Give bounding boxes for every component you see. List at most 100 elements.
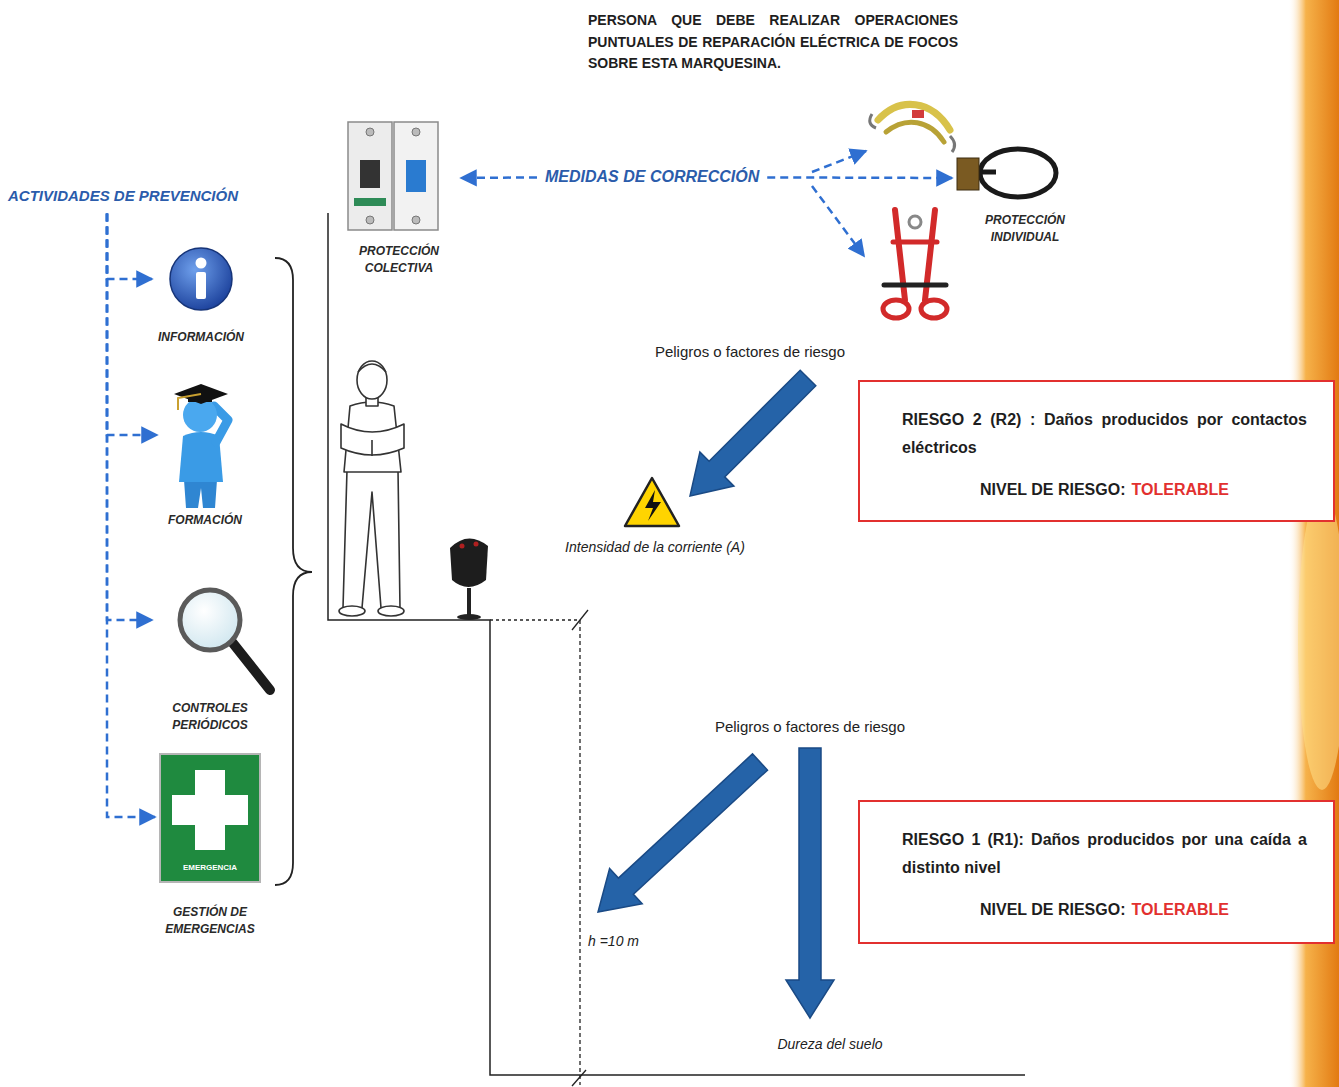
- icon-label: CONTROLES PERIÓDICOS: [155, 700, 265, 735]
- breaker-screw: [366, 216, 374, 224]
- hazard-label: Peligros o factores de riesgo: [630, 342, 870, 362]
- spotlight-detail: [460, 544, 465, 549]
- worker-figure: [339, 361, 404, 616]
- hazard-arrow: [786, 748, 834, 1018]
- risk-level-line: NIVEL DE RIESGO: TOLERABLE: [902, 476, 1307, 504]
- risk-description: RIESGO 1 (R1): Daños producidos por una …: [902, 826, 1307, 882]
- dimension-tick: [572, 1070, 586, 1086]
- breaker-module: [348, 122, 392, 230]
- breaker-icon: [348, 122, 438, 230]
- band-glow: [1298, 490, 1339, 790]
- magnifier-handle: [232, 642, 270, 690]
- sign-cross: [172, 795, 248, 825]
- inspection-node: CONTROLES PERIÓDICOS: [155, 575, 265, 735]
- ring-loop: [980, 149, 1056, 197]
- pointer-arrow: [812, 186, 864, 256]
- figure-legs: [184, 480, 217, 508]
- tassel: [178, 394, 201, 410]
- risk-level-label: NIVEL DE RIESGO:: [980, 901, 1126, 918]
- label-wrap: FORMACIÓN: [160, 365, 250, 529]
- connector-arrow: [107, 214, 155, 818]
- spotlight-head: [450, 538, 488, 587]
- harness-icon: [883, 210, 947, 318]
- harness-leg-loop: [883, 300, 909, 318]
- icon-label: FORMACIÓN: [160, 512, 250, 529]
- info-stem: [196, 272, 206, 299]
- label-wrap: CONTROLES PERIÓDICOS: [155, 575, 265, 735]
- label-wrap: ACTIVIDADES DE PREVENCIÓN: [8, 186, 238, 206]
- label-wrap: PROTECCIÓN INDIVIDUAL: [955, 128, 1095, 247]
- breaker-toggle: [406, 160, 426, 192]
- lanyard-icon: [870, 104, 955, 152]
- icon-label: PROTECCIÓN INDIVIDUAL: [955, 212, 1095, 247]
- hazard-factor: Dureza del suelo: [740, 1035, 920, 1053]
- info-icon: [170, 248, 232, 310]
- risk-level-value: TOLERABLE: [1132, 901, 1229, 918]
- lanyard-hook: [950, 136, 955, 152]
- spotlight-stand: [467, 588, 471, 616]
- section-heading: ACTIVIDADES DE PREVENCIÓN: [8, 186, 238, 206]
- hazard-factor: Intensidad de la corriente (A): [530, 538, 780, 556]
- breaker-screw: [412, 128, 420, 136]
- height-dimension: h =10 m: [588, 932, 678, 950]
- spotlight: [450, 538, 488, 620]
- risk-level-value: TOLERABLE: [1132, 481, 1229, 498]
- dimension-line: [579, 620, 580, 1085]
- hazard-triangle: [625, 478, 679, 526]
- magnifier-icon: [180, 590, 270, 690]
- dimension-tick: [572, 610, 588, 630]
- worker-shoe: [378, 606, 404, 616]
- risk-box: RIESGO 2 (R2) : Daños producidos por con…: [858, 380, 1335, 522]
- breaker-screw: [412, 216, 420, 224]
- spotlight-detail: [474, 542, 479, 547]
- training-node: FORMACIÓN: [160, 365, 250, 529]
- hazard-label: Peligros o factores de riesgo: [690, 717, 930, 737]
- heading-text: MEDIDAS DE CORRECCIÓN: [545, 167, 759, 188]
- training-figure: [174, 384, 228, 508]
- icon-label: PROTECCIÓN COLECTIVA: [340, 243, 458, 278]
- worker-arm-line: [371, 440, 373, 456]
- connector-arrow: [107, 214, 157, 436]
- harness-waist: [884, 283, 946, 288]
- electric-hazard-symbol: [625, 478, 679, 526]
- risk-body-wrap: RIESGO 1 (R1): Daños producidos por una …: [902, 826, 1307, 882]
- risk-box: RIESGO 1 (R1): Daños producidos por una …: [858, 800, 1335, 944]
- worker-shoe: [339, 606, 365, 616]
- worker-head: [357, 361, 387, 399]
- emergency-node: EMERGENCIAGESTIÓN DE EMERGENCIAS: [158, 752, 262, 939]
- worker-hair: [358, 364, 386, 372]
- brace: [275, 258, 312, 885]
- hazard-arrow: [690, 370, 816, 496]
- icon-label: INFORMACIÓN: [155, 329, 247, 346]
- connector-arrow: [461, 176, 537, 179]
- lanyard-absorber: [912, 110, 924, 118]
- emergency-sign: [160, 754, 260, 882]
- risk-description: RIESGO 2 (R2) : Daños producidos por con…: [902, 406, 1307, 462]
- building-outline: [328, 213, 1025, 1075]
- lightning-bolt: [645, 490, 661, 521]
- individual-protection-node: PROTECCIÓN INDIVIDUAL: [955, 128, 1095, 247]
- risk-level-label: NIVEL DE RIESGO:: [980, 481, 1126, 498]
- connector-arrow: [107, 214, 152, 621]
- label-wrap: INFORMACIÓN: [155, 245, 247, 346]
- collective-protection-node: PROTECCIÓN COLECTIVA: [340, 118, 458, 278]
- anchor-ring-icon: [957, 149, 1056, 197]
- lanyard-hook: [870, 114, 876, 128]
- info-node: INFORMACIÓN: [155, 245, 247, 346]
- risk-body-wrap: RIESGO 2 (R2) : Daños producidos por con…: [902, 406, 1307, 462]
- label-wrap: GESTIÓN DE EMERGENCIAS: [158, 752, 262, 939]
- dimension-line: [490, 619, 580, 620]
- title: PERSONA QUE DEBE REALIZAR OPERACIONES PU…: [588, 10, 958, 75]
- risk-level-line: NIVEL DE RIESGO: TOLERABLE: [902, 896, 1307, 924]
- harness-d-ring: [909, 216, 921, 228]
- connector-arrow: [767, 176, 952, 179]
- harness-leg-loop: [921, 300, 947, 318]
- harness-chest: [893, 240, 937, 245]
- worker-arms: [341, 424, 404, 455]
- ring-block: [957, 158, 979, 190]
- magnifier-lens: [180, 590, 240, 650]
- label-wrap: PROTECCIÓN COLECTIVA: [340, 118, 458, 278]
- info-dot: [196, 258, 207, 269]
